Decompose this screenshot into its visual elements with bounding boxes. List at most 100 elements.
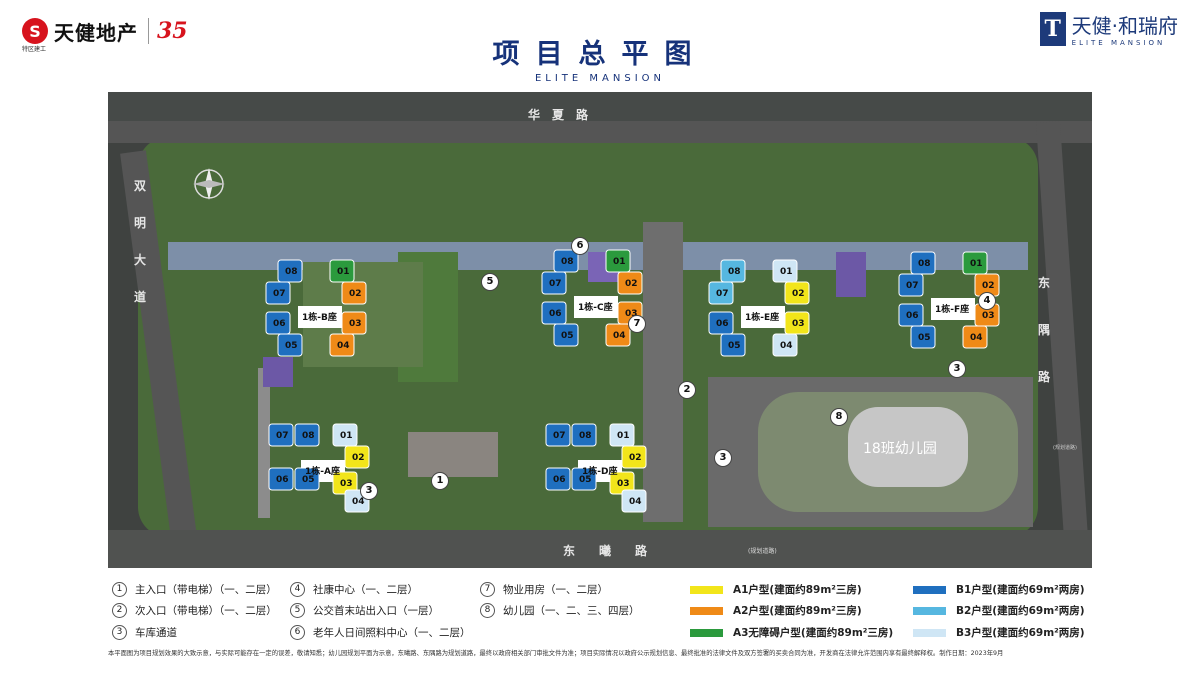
road-note-south: (规划道路)	[748, 548, 777, 555]
unit-block	[772, 333, 798, 357]
swatch-b1	[913, 585, 946, 594]
swatch-a3	[690, 628, 723, 637]
unit-block	[553, 249, 579, 273]
swatch-b2	[913, 606, 946, 615]
unit-block	[621, 489, 647, 513]
marker-garage-a: 3	[360, 482, 378, 500]
unit-number: 08	[579, 431, 592, 441]
unit-number: 05	[561, 331, 574, 341]
building-core	[741, 306, 785, 328]
unit-block	[720, 333, 746, 357]
unit-block	[720, 259, 746, 283]
road-label-dongxi: 东 曦 路	[563, 544, 648, 558]
unit-number: 02	[629, 453, 642, 463]
unit-block	[571, 423, 597, 447]
unit-block	[898, 273, 924, 297]
road-label-huaxia: 华 夏 路	[528, 108, 589, 122]
unit-block	[617, 271, 643, 295]
unit-block	[332, 423, 358, 447]
unit-number: 02	[349, 289, 362, 299]
unit-number: 04	[780, 341, 793, 351]
swatch-a2	[690, 606, 723, 615]
marker-property: 7	[628, 315, 646, 333]
swatch-b3	[913, 628, 946, 637]
unit-block	[541, 271, 567, 295]
unit-number: 05	[302, 475, 315, 485]
unit-number: 05	[918, 333, 931, 343]
building-label: 1栋-D座	[582, 465, 617, 477]
unit-number: 07	[276, 431, 289, 441]
building-label: 1栋-C座	[578, 301, 613, 313]
unit-block	[344, 445, 370, 469]
road-label-shuangming: 双 明 大 道	[134, 179, 147, 304]
marker-main-entrance: 1	[431, 472, 449, 490]
unit-number: 02	[352, 453, 365, 463]
unit-number: 01	[617, 431, 630, 441]
unit-block	[294, 423, 320, 447]
unit-block	[621, 445, 647, 469]
page-title: 项目总平图	[492, 39, 708, 70]
unit-number: 07	[273, 289, 286, 299]
unit-number: 01	[780, 267, 793, 277]
anniversary-mark: 35	[148, 18, 188, 44]
unit-number: 07	[716, 289, 729, 299]
unit-number: 01	[613, 257, 626, 267]
unit-number: 05	[285, 341, 298, 351]
unit-number: 07	[906, 281, 919, 291]
project-english-name: ELITE MANSION	[1071, 39, 1166, 47]
unit-block	[545, 467, 571, 491]
marker-elderly-center: 6	[571, 237, 589, 255]
unit-number: 02	[982, 281, 995, 291]
unit-number: 03	[982, 311, 995, 321]
unit-number: 07	[549, 279, 562, 289]
unit-number: 02	[792, 289, 805, 299]
unit-block	[268, 423, 294, 447]
marker-health-center: 4	[978, 292, 996, 310]
unit-number: 03	[792, 319, 805, 329]
unit-number: 06	[276, 475, 289, 485]
building-core	[574, 296, 618, 318]
unit-number: 04	[629, 497, 642, 507]
unit-number: 08	[302, 431, 315, 441]
unit-block	[605, 323, 631, 347]
unit-number: 06	[716, 319, 729, 329]
marker-garage-b: 3	[714, 449, 732, 467]
legend-unit-b3: B3户型(建面约69m²两房)	[913, 625, 1085, 640]
kindergarten-label: 18班幼儿园	[863, 441, 937, 457]
project-name: 天健·和瑞府	[1071, 14, 1178, 38]
unit-block	[571, 467, 597, 491]
unit-number: 08	[918, 259, 931, 269]
unit-block	[962, 251, 988, 275]
unit-block	[545, 423, 571, 447]
unit-block	[329, 259, 355, 283]
unit-block	[772, 259, 798, 283]
unit-block	[265, 311, 291, 335]
unit-block	[708, 311, 734, 335]
unit-block	[708, 281, 734, 305]
unit-number: 01	[337, 267, 350, 277]
marker-kindergarten: 8	[830, 408, 848, 426]
unit-block	[341, 281, 367, 305]
unit-block	[898, 303, 924, 327]
marker-bus-station: 5	[481, 273, 499, 291]
unit-number: 05	[579, 475, 592, 485]
building-label: 1栋-F座	[935, 303, 969, 315]
marker-garage-c: 3	[948, 360, 966, 378]
unit-block	[268, 467, 294, 491]
unit-number: 08	[561, 257, 574, 267]
unit-number: 03	[625, 309, 638, 319]
compass-icon	[193, 168, 225, 200]
